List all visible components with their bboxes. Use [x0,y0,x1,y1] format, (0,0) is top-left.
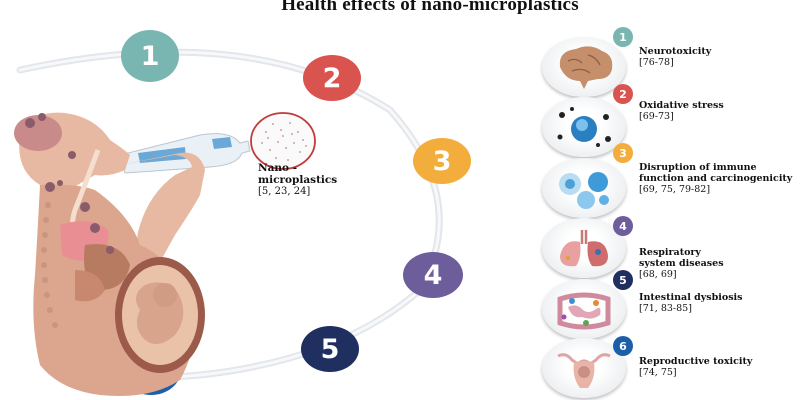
pregnant-figure-illustration [14,112,251,396]
arc-number-2: 2 [303,55,361,101]
effect-image-reproductive [542,338,626,398]
effect-badge-2: 2 [613,84,633,104]
effect-label-oxidative-stress: Oxidative stress [69-73] [639,100,724,122]
effect-image-oxidative-stress [542,97,626,157]
effect-label-intestinal: Intestinal dysbiosis [71, 83-85] [639,292,743,314]
effect-badge-1: 1 [613,27,633,47]
effect-label-respiratory: Respiratory system diseases [68, 69] [639,247,724,280]
effect-label-neurotoxicity: Neurotoxicity [76-78] [639,46,712,68]
nano-particles-magnifier-icon [250,112,316,170]
cell-oxidative-icon [557,107,611,147]
nano-microplastics-label: Nano - microplastics [5, 23, 24] [258,162,338,197]
effect-label-reproductive: Reproductive toxicity [74, 75] [639,356,753,378]
arc-number-3: 3 [413,138,471,184]
microplastic-particles [25,113,114,254]
effect-badge-4: 4 [613,216,633,236]
uterus-icon [557,353,611,388]
effect-image-respiratory [542,218,626,278]
page-title: Health effects of nano-microplastics [281,0,579,15]
effect-label-immune: Disruption of immune function and carcin… [639,162,793,195]
immune-cells-icon [559,172,609,209]
effect-image-intestinal [542,279,626,339]
effect-badge-5: 5 [613,270,633,290]
arc-number-1: 1 [121,30,179,82]
effect-image-neurotoxicity [542,37,626,97]
lungs-icon [560,230,608,267]
intestine-icon [557,292,611,330]
brain-icon [559,46,613,89]
effect-image-immune [542,158,626,218]
effect-badge-6: 6 [613,336,633,356]
arc-number-4: 4 [403,252,463,298]
effect-badge-3: 3 [613,143,633,163]
arc-number-5: 5 [301,326,359,372]
